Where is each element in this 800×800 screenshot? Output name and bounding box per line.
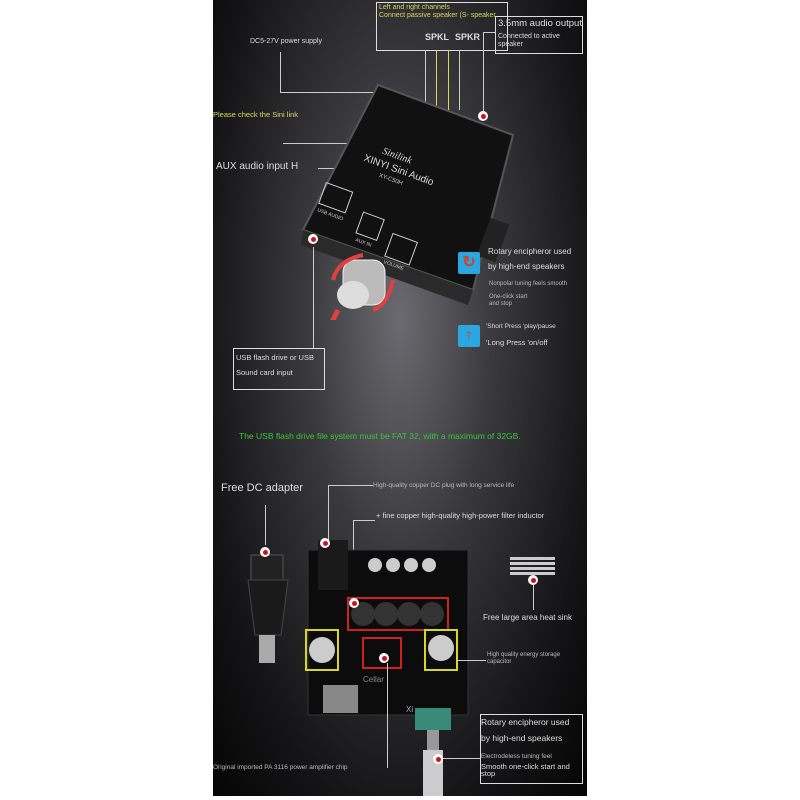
rotary-desc2: One-click start and stop (489, 294, 528, 307)
leader-line (280, 92, 376, 93)
rotate-arrow-icon (331, 253, 364, 281)
long-press-label: 'Long Press 'on/off (486, 338, 548, 347)
usb-port-icon (318, 182, 354, 214)
leader-line (283, 143, 369, 144)
usb-input-box: USB flash drive or USB Sound card input (233, 348, 325, 390)
leader-line (353, 520, 375, 521)
inductor-label: + fine copper high-quality high-power fi… (376, 511, 545, 520)
leader-line (456, 660, 486, 661)
capacitor-highlight (424, 629, 458, 671)
leader-line (533, 580, 534, 610)
leader-line (328, 485, 373, 486)
rotary-desc1: Nonpolar tuning feels smooth (489, 281, 568, 287)
marker-dot (308, 234, 318, 244)
press-arrow-icon (330, 308, 341, 320)
heat-sink-label: Free large area heat sink (483, 613, 572, 622)
leader-line (483, 32, 495, 33)
pcb-board-image: Cellar Xi (305, 540, 469, 716)
volume-icon (384, 232, 419, 266)
power-label: DC5-27V power supply (250, 38, 322, 45)
rotary-bottom-title2: by high-end speakers (481, 733, 563, 743)
short-press-label: 'Short Press 'play/pause (486, 323, 556, 330)
board-edge (301, 230, 473, 305)
board-side (476, 217, 510, 263)
knob-cap (337, 281, 369, 309)
audio-output-box: 3.5mm audio output Connected to active s… (495, 16, 583, 54)
leader-line (328, 485, 329, 545)
dc-plug-label: High-quality copper DC plug with long se… (373, 482, 515, 489)
dc-jack (318, 540, 348, 590)
leader-line (448, 50, 449, 110)
leader-line (280, 52, 281, 92)
spkl-label: SPKL (425, 32, 450, 42)
rotary-bottom-title1: Rotary encipheror used (481, 717, 570, 727)
marker-dot (379, 653, 389, 663)
usb-box-line2: Sound card input (236, 368, 293, 377)
capacitor-label: High quality energy storage capacitor (487, 652, 561, 665)
dc-adapter-label: Free DC adapter (221, 482, 303, 494)
spkr-label: SPKR (455, 32, 481, 42)
rotary-title2: by high-end speakers (488, 262, 565, 271)
marker-dot (433, 754, 443, 764)
rotary-title1: Rotary encipheror used (488, 247, 572, 256)
rotate-arrow-icon (372, 279, 395, 312)
usb-box-line1: USB flash drive or USB (236, 353, 314, 362)
chip-label: Original imported PA 3116 power amplifie… (213, 764, 348, 771)
heat-sink-image (510, 557, 555, 575)
inductor-highlight (347, 597, 449, 631)
leader-line (483, 32, 484, 116)
leader-line (425, 50, 426, 110)
leader-line (265, 505, 266, 545)
dc-adapter-image (247, 554, 289, 663)
chip-highlight (362, 637, 402, 669)
board-mark-cellar: Cellar (363, 675, 384, 684)
aux-port-icon (355, 211, 385, 241)
leader-line (438, 758, 480, 759)
marker-dot (478, 111, 488, 121)
marker-dot (260, 547, 270, 557)
rotary-bottom-desc1: Electrodeless tuning feel (481, 753, 552, 760)
fat32-notice: The USB flash drive file system must be … (239, 431, 521, 441)
rotary-bottom-box: Rotary encipheror used by high-end speak… (480, 714, 583, 784)
leader-line (436, 50, 437, 110)
sini-link-label: Please check the Sini link (213, 110, 299, 119)
leader-line (387, 663, 388, 768)
rotate-icon: ↻ (458, 252, 480, 274)
capacitor-highlight (305, 629, 339, 671)
arrow-up-icon: ↑ (458, 325, 480, 347)
audio-output-title: 3.5mm audio output (498, 18, 582, 29)
board-mark-xi: Xi (406, 705, 413, 714)
marker-dot (349, 598, 359, 608)
board-body (301, 83, 515, 292)
rotary-encoder-image (415, 708, 451, 796)
audio-output-desc: Connected to active speaker (498, 33, 560, 48)
marker-dot (528, 575, 538, 585)
usb-socket (323, 685, 358, 713)
amplifier-board-image: Sinilink XINYI Sini Audio XY-C50H USB AU… (301, 83, 515, 320)
aux-in-label: AUX IN (354, 237, 372, 248)
aux-label: AUX audio input H (216, 161, 299, 172)
rotary-bottom-desc2: Smooth one-click start and stop (481, 762, 570, 779)
leader-line (459, 50, 460, 110)
leader-line (313, 247, 314, 349)
marker-dot (320, 538, 330, 548)
